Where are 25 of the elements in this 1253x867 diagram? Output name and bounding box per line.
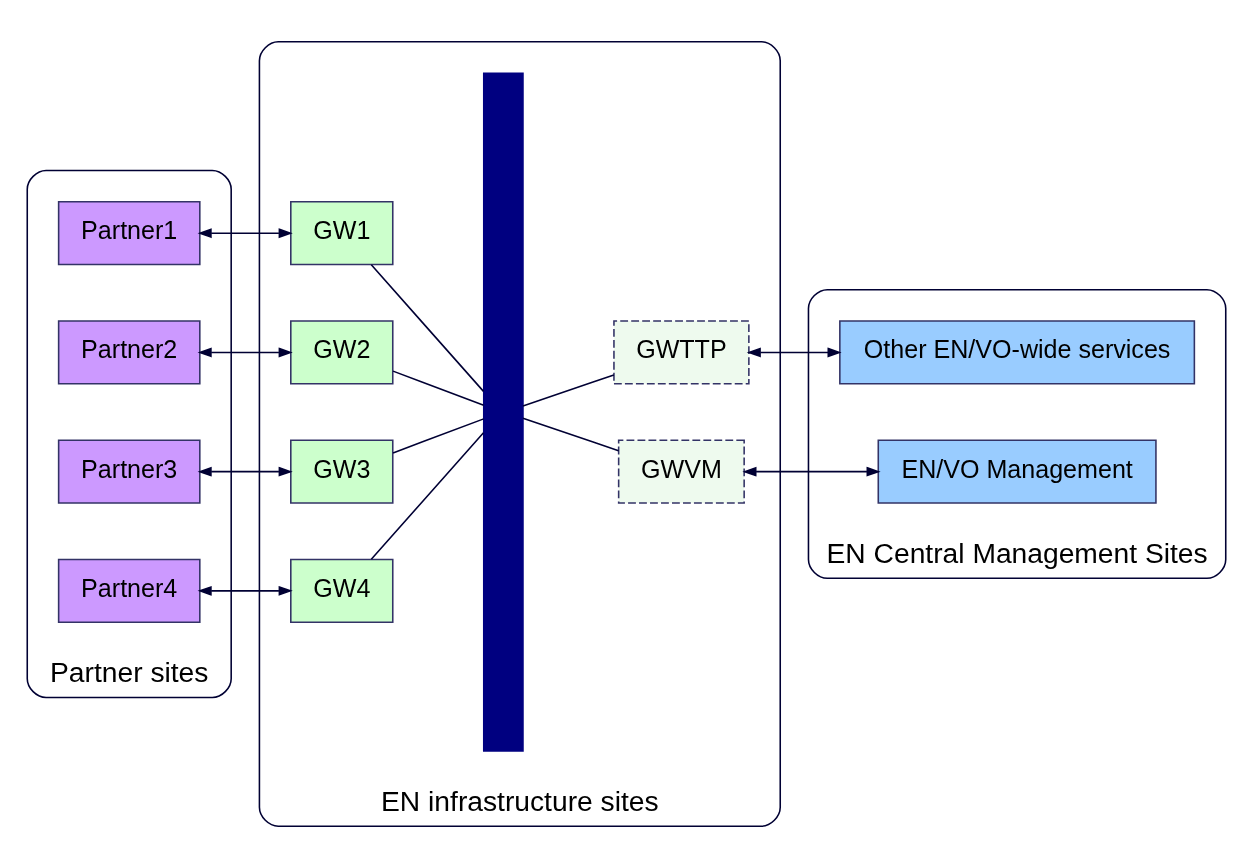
arrow	[197, 346, 293, 357]
node-box: EN/VO Management	[877, 439, 1157, 504]
arrow	[742, 466, 881, 477]
node-box: GWTTP	[613, 319, 750, 385]
node-box: GW1	[290, 200, 394, 265]
connector	[522, 416, 620, 452]
connector	[522, 373, 615, 407]
connector	[392, 369, 485, 406]
arrow	[197, 227, 293, 238]
connector	[370, 431, 485, 560]
arrow	[197, 466, 293, 477]
node-box: Partner2	[57, 319, 201, 385]
node-box: GW3	[290, 439, 394, 504]
node-box: Partner3	[57, 439, 201, 504]
node-box: Partner1	[57, 200, 201, 265]
arrow	[746, 346, 842, 357]
connector	[392, 417, 485, 454]
node-box: GWVM	[617, 439, 745, 504]
node-box: Other EN/VO-wide services	[839, 319, 1196, 385]
node-bar	[482, 71, 524, 752]
node-box: Partner4	[57, 558, 201, 623]
connector	[370, 263, 485, 392]
arrow	[197, 585, 293, 596]
node-box: GW4	[290, 558, 394, 623]
node-box: GW2	[290, 319, 394, 385]
